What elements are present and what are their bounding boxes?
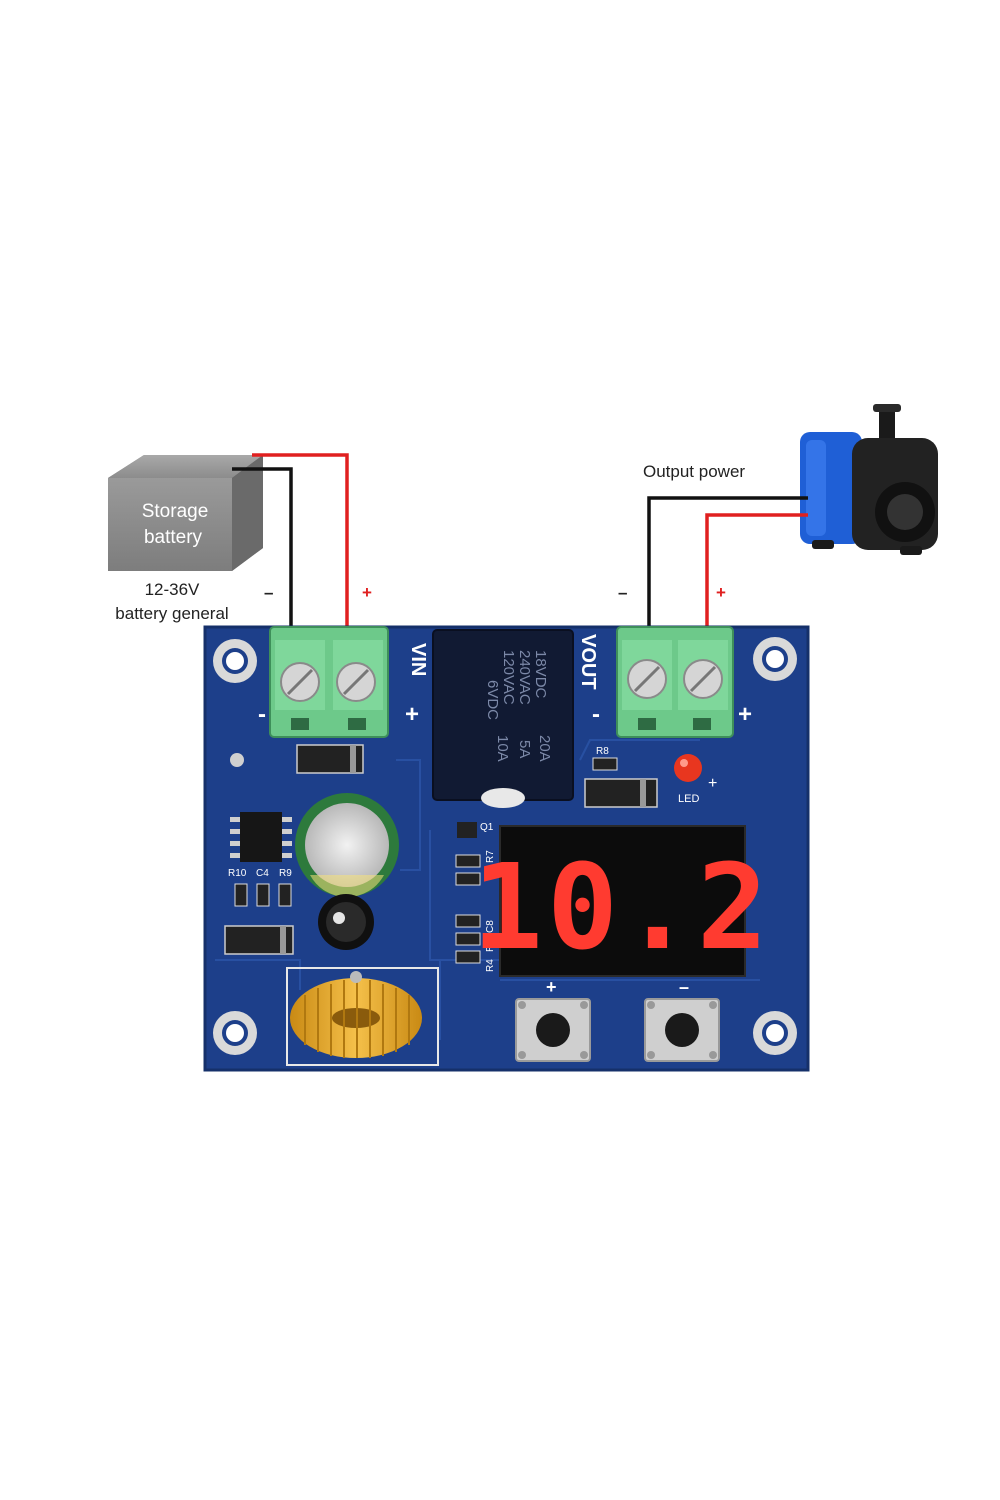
output-red-wire bbox=[705, 513, 808, 628]
electrolytic-capacitor-small bbox=[318, 894, 374, 950]
smd-components-left bbox=[234, 883, 292, 907]
c8-label: C8 bbox=[485, 920, 496, 933]
toroid-inductor bbox=[286, 967, 439, 1066]
minus-button[interactable] bbox=[644, 998, 720, 1062]
test-point bbox=[230, 753, 244, 767]
storage-battery: Storage battery bbox=[108, 455, 263, 571]
r9-label: R9 bbox=[279, 868, 292, 879]
battery-black-wire bbox=[232, 467, 293, 628]
vin-plus-silk: + bbox=[405, 701, 419, 728]
display-value: 10.2 bbox=[472, 838, 772, 976]
r8-resistor bbox=[592, 757, 618, 771]
battery-minus-sign: – bbox=[264, 583, 274, 602]
q1-transistor bbox=[457, 822, 477, 838]
relay-text-7: 20A bbox=[536, 735, 553, 762]
led-label: LED bbox=[678, 793, 699, 805]
output-minus-sign: – bbox=[618, 583, 628, 602]
led-plus: + bbox=[708, 775, 717, 792]
battery-label-line1: Storage bbox=[142, 501, 209, 522]
ic-chip bbox=[230, 812, 292, 862]
relay-text-5: 10A bbox=[494, 735, 511, 762]
vout-terminal-block[interactable] bbox=[616, 626, 734, 738]
vin-minus-silk: - bbox=[258, 701, 266, 728]
battery-plus-sign: + bbox=[362, 583, 372, 602]
mounting-hole-top-right bbox=[753, 637, 797, 681]
output-power-label: Output power bbox=[643, 462, 746, 481]
vout-minus-silk: - bbox=[592, 701, 600, 728]
vout-label: VOUT bbox=[577, 634, 599, 690]
relay-text-6: 5A bbox=[516, 740, 533, 758]
mounting-hole-bottom-right bbox=[753, 1011, 797, 1055]
output-black-wire bbox=[647, 496, 808, 628]
r10-label: R10 bbox=[228, 868, 247, 879]
battery-red-wire bbox=[252, 453, 349, 628]
vin-terminal-block[interactable] bbox=[269, 626, 389, 738]
mounting-hole-top-left bbox=[213, 639, 257, 683]
c4-label: C4 bbox=[256, 868, 269, 879]
mounting-hole-bottom-left bbox=[213, 1011, 257, 1055]
battery-label-line2: battery bbox=[144, 527, 203, 548]
relay-text-2: 120VAC bbox=[500, 650, 517, 705]
smd-components-middle bbox=[455, 854, 481, 964]
relay: 6VDC 120VAC 240VAC 18VDC 10A 5A 20A bbox=[432, 629, 574, 808]
q1-label: Q1 bbox=[480, 822, 494, 833]
status-led bbox=[674, 754, 702, 782]
seven-segment-display: 10.2 bbox=[472, 825, 772, 977]
r6-label: R6 bbox=[485, 866, 496, 879]
battery-spec-label: 12-36V battery general bbox=[88, 578, 256, 626]
r8-label: R8 bbox=[596, 746, 609, 757]
r5-label: R5 bbox=[485, 939, 496, 952]
output-plus-sign: + bbox=[716, 583, 726, 602]
relay-text-3: 240VAC bbox=[516, 650, 533, 705]
relay-text-1: 6VDC bbox=[484, 680, 501, 720]
r7-label: R7 bbox=[485, 850, 496, 863]
button-plus-silk: + bbox=[546, 977, 557, 997]
diode bbox=[584, 778, 658, 808]
electrolytic-capacitor-large bbox=[295, 793, 399, 898]
plus-button[interactable] bbox=[515, 998, 591, 1062]
button-minus-silk: – bbox=[679, 977, 689, 997]
vout-plus-silk: + bbox=[738, 701, 752, 728]
relay-text-4: 18VDC bbox=[532, 650, 549, 699]
battery-spec-line2: battery general bbox=[115, 604, 229, 623]
water-pump bbox=[800, 404, 938, 555]
vin-label: VIN bbox=[407, 643, 429, 676]
r4-label: R4 bbox=[485, 959, 496, 972]
battery-spec-line1: 12-36V bbox=[144, 580, 200, 599]
